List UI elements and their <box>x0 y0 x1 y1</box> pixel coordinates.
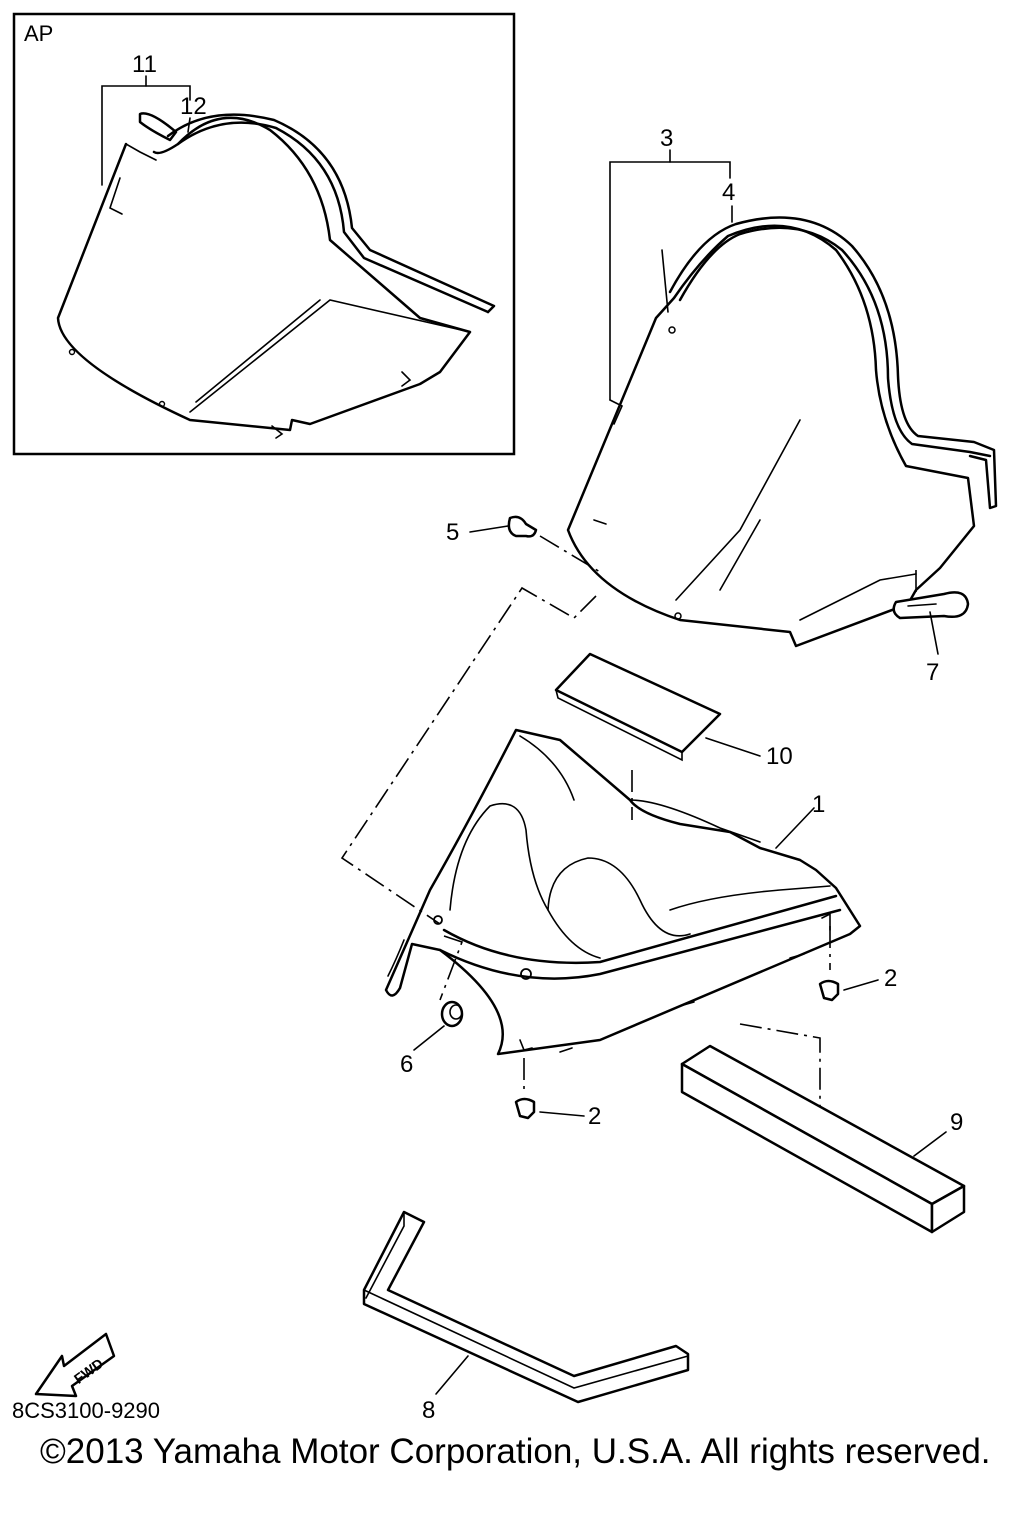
callout-3: 3 <box>660 125 673 152</box>
callout-10: 10 <box>766 743 793 770</box>
bolt-5: 5 <box>446 515 601 573</box>
callout-4: 4 <box>722 179 735 206</box>
callout-2-right: 2 <box>884 965 897 992</box>
hood-1: 1 <box>384 728 862 1056</box>
inset-windshield <box>56 112 496 439</box>
fwd-arrow-icon: FWD <box>34 1332 116 1398</box>
pad-10: 10 <box>554 652 793 820</box>
callout-6: 6 <box>400 1051 413 1078</box>
callout-8: 8 <box>422 1397 435 1424</box>
part-code: 8CS3100-9290 <box>12 1398 161 1423</box>
callout-7: 7 <box>926 659 939 686</box>
foam-9: 9 <box>680 1023 966 1234</box>
inset-label: AP <box>24 21 53 46</box>
ap-inset: AP 11 12 <box>12 12 516 456</box>
callout-2-lower: 2 <box>588 1103 601 1130</box>
screw-2-lower: 2 <box>514 1058 601 1130</box>
clip-7: 7 <box>892 570 970 686</box>
windshield: 3 4 <box>566 125 998 648</box>
callout-11: 11 <box>132 51 157 78</box>
callout-5: 5 <box>446 519 459 546</box>
copyright-notice: ©2013 Yamaha Motor Corporation, U.S.A. A… <box>40 1432 991 1471</box>
screw-2-right: 2 <box>818 926 897 1002</box>
grommet-6: 6 <box>400 935 464 1078</box>
seal-8: 8 <box>362 1210 690 1424</box>
callout-1: 1 <box>812 791 825 818</box>
callout-12: 12 <box>180 93 207 120</box>
callout-9: 9 <box>950 1109 963 1136</box>
